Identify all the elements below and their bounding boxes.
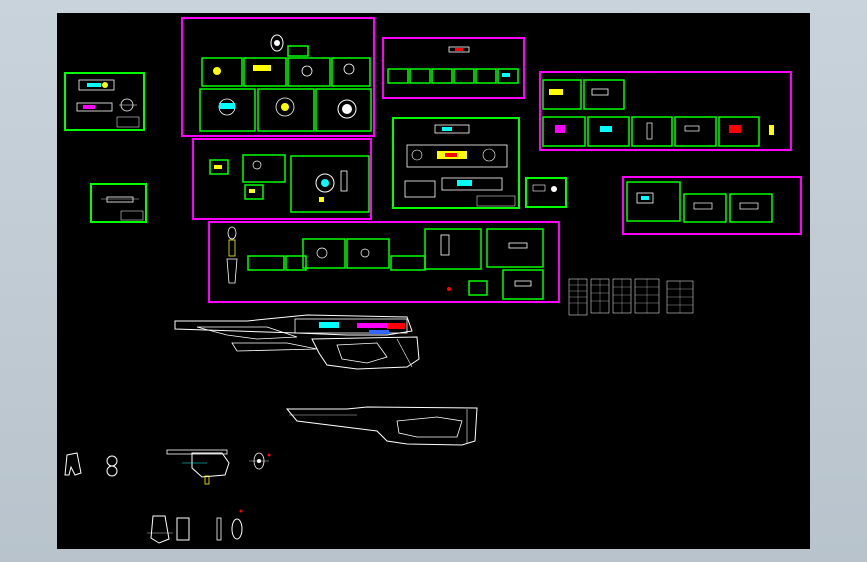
group-far-right[interactable] — [622, 176, 802, 235]
group-top-center[interactable] — [181, 17, 375, 137]
group-top-right[interactable] — [382, 37, 525, 99]
cad-drawing-canvas — [64, 17, 802, 544]
bom-table — [612, 278, 632, 314]
stock-drawing[interactable] — [285, 406, 478, 446]
group-right[interactable] — [539, 71, 792, 151]
bom-table — [666, 280, 694, 314]
cad-drawing-viewport[interactable] — [57, 13, 810, 549]
bom-table — [568, 278, 588, 316]
bom-table — [590, 278, 610, 314]
group-bottom-center[interactable] — [208, 221, 560, 303]
sheet-left-top[interactable] — [64, 72, 145, 131]
bom-table — [634, 278, 660, 314]
sheet-left-middle[interactable] — [90, 183, 147, 223]
bottom-left-parts[interactable] — [64, 449, 271, 544]
group-middle-left[interactable] — [192, 138, 372, 220]
sheet-center-assembly[interactable] — [392, 117, 520, 209]
rifle-assembly-drawing[interactable] — [174, 314, 420, 370]
sheet-center-small[interactable] — [525, 177, 567, 208]
bom-tables[interactable] — [568, 278, 694, 316]
